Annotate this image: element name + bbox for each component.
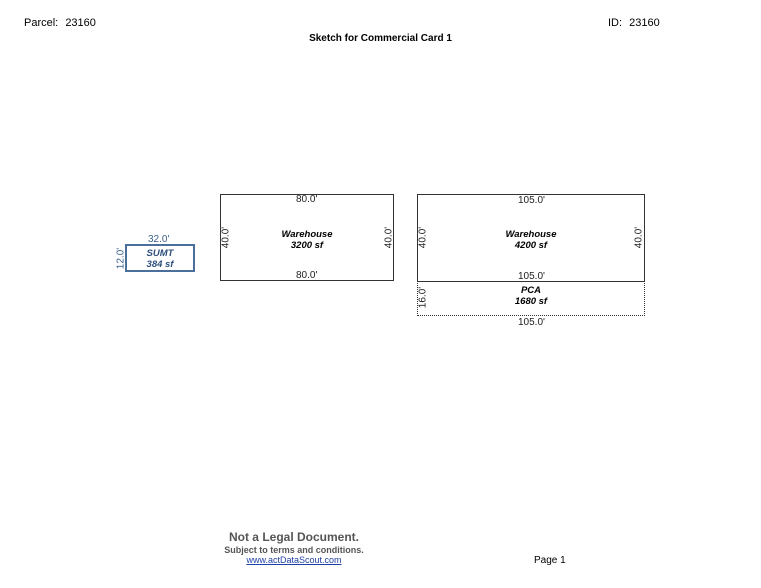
- pca-area-value: 1680 sf: [514, 296, 548, 307]
- page-title: Sketch for Commercial Card 1: [309, 33, 452, 44]
- page-number: Page 1: [534, 555, 566, 566]
- pca-bottom-dimension: 105.0': [518, 317, 545, 328]
- sumt-area-value: 384 sf: [146, 259, 174, 270]
- warehouse-1-bottom-dimension: 80.0': [296, 270, 318, 281]
- sumt-top-dimension: 32.0': [148, 234, 170, 245]
- sumt-name: SUMT: [146, 248, 174, 259]
- warehouse-2-name: Warehouse: [505, 229, 557, 240]
- pca-area: [417, 281, 645, 316]
- id-header: ID: 23160: [608, 17, 660, 29]
- pca-label: PCA 1680 sf: [417, 285, 645, 307]
- parcel-value: 23160: [65, 17, 96, 29]
- id-value: 23160: [629, 17, 660, 29]
- actdatascout-link[interactable]: www.actDataScout.com: [246, 555, 342, 565]
- id-label: ID:: [608, 17, 623, 29]
- pca-name: PCA: [520, 285, 542, 296]
- warehouse-2-label: Warehouse 4200 sf: [417, 229, 645, 251]
- warehouse-2-top-dimension: 105.0': [518, 195, 545, 206]
- sumt-label: SUMT 384 sf: [125, 248, 195, 270]
- warehouse-1-top-dimension: 80.0': [296, 194, 318, 205]
- warehouse-1-area: [220, 194, 394, 281]
- sumt-area: [125, 244, 195, 272]
- terms-notice: Subject to terms and conditions.: [224, 545, 364, 555]
- parcel-header: Parcel: 23160: [24, 17, 96, 29]
- parcel-label: Parcel:: [24, 17, 59, 29]
- warehouse-1-name: Warehouse: [281, 229, 333, 240]
- warehouse-1-area-value: 3200 sf: [290, 240, 324, 251]
- legal-disclaimer: Not a Legal Document.: [228, 530, 359, 544]
- warehouse-2-area-value: 4200 sf: [514, 240, 548, 251]
- warehouse-2-bottom-dimension: 105.0': [518, 271, 545, 282]
- warehouse-1-label: Warehouse 3200 sf: [220, 229, 394, 251]
